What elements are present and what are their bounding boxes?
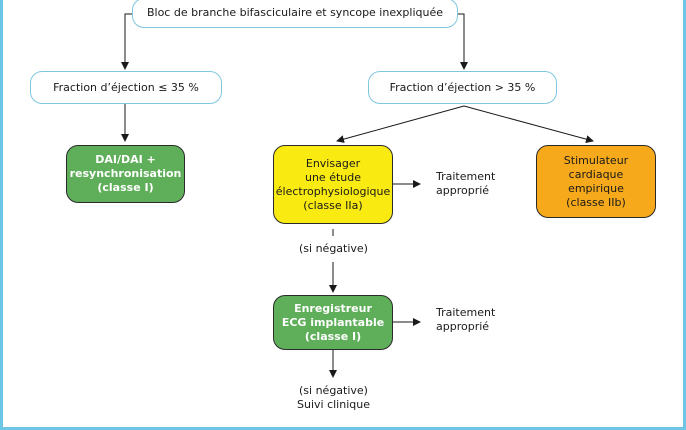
arrow-top-to-fe-low bbox=[121, 13, 132, 70]
arrow-top-to-fe-high bbox=[458, 13, 468, 70]
label-suivi-clinique: (si négative) Suivi clinique bbox=[297, 384, 370, 411]
arrow-fe-high-to-stim bbox=[463, 105, 594, 144]
node-stimulateur-cardiaque: Stimulateur cardiaque empirique (classe … bbox=[536, 145, 656, 218]
label-traitement-approprie-1: Traitement approprié bbox=[436, 170, 496, 197]
node-fe-high: Fraction d’éjection > 35 % bbox=[368, 71, 557, 104]
node-etude-electrophysiologique: Envisager une étude électrophysiologique… bbox=[273, 145, 393, 224]
arrow-fe-high-to-eep bbox=[336, 105, 465, 143]
node-fe-low: Fraction d’éjection ≤ 35 % bbox=[30, 71, 222, 104]
label-traitement-approprie-2: Traitement approprié bbox=[436, 306, 496, 333]
label-si-negative-1: (si négative) bbox=[299, 242, 368, 255]
node-dai: DAI/DAI + resynchronisation (classe I) bbox=[66, 145, 185, 203]
node-bloc-de-branche: Bloc de branche bifasciculaire et syncop… bbox=[132, 0, 458, 28]
node-enregistreur-ecg: Enregistreur ECG implantable (classe I) bbox=[273, 295, 393, 350]
